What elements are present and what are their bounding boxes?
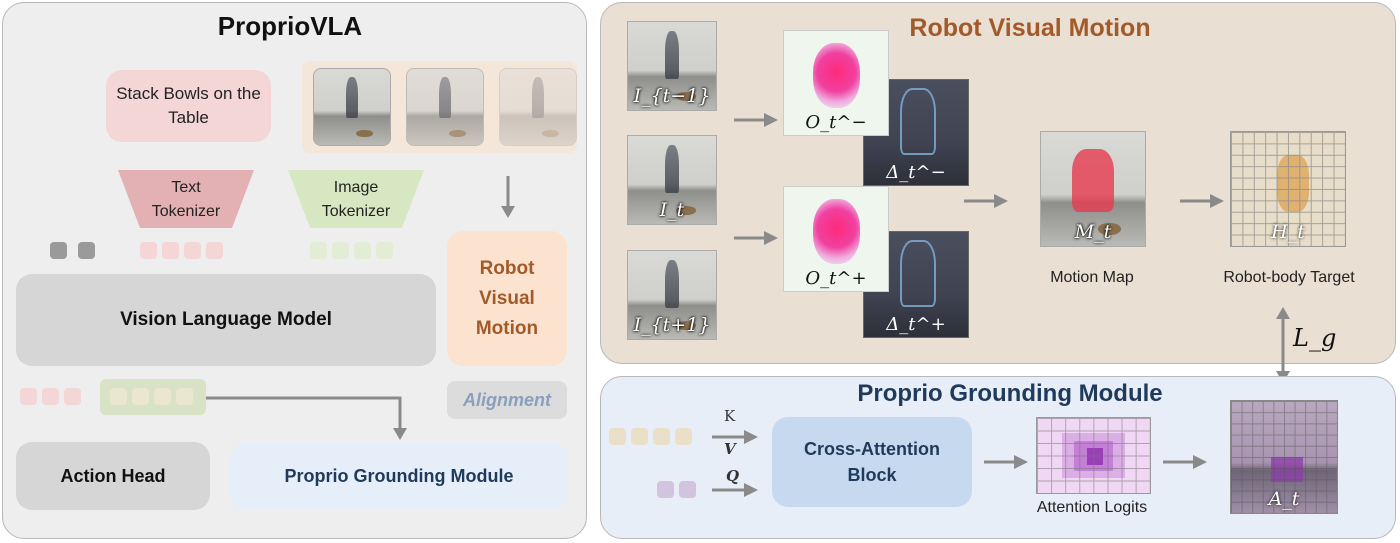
text-token — [206, 242, 223, 259]
loss-label: L_g — [1293, 324, 1337, 352]
attention-logits-caption: Attention Logits — [1036, 499, 1148, 516]
text-tokenizer-shape — [118, 170, 254, 228]
vlm-label: Vision Language Model — [120, 309, 332, 330]
arrow-right-icon — [1163, 455, 1207, 469]
rvm-title: Robot Visual Motion — [909, 13, 1151, 42]
kv-token — [609, 428, 626, 445]
text-tokenizer: Text Tokenizer — [151, 179, 221, 220]
alignment-badge: Alignment — [447, 381, 567, 419]
q-arrow — [712, 483, 758, 497]
arrow-right-icon — [734, 231, 778, 245]
robot-visual-motion-box: Robot Visual Motion — [447, 231, 567, 366]
arrow-right-icon — [1180, 194, 1224, 208]
arrow-right-icon — [984, 455, 1028, 469]
visual-token — [110, 388, 127, 405]
arrow-down-icon — [501, 176, 515, 218]
frame-prev-label: I_{t−1} — [633, 85, 711, 107]
motion-map-image: M_t — [1040, 131, 1146, 247]
text-token — [184, 242, 201, 259]
loss-double-arrow — [1276, 307, 1290, 383]
attention-logits-heatmap — [1036, 417, 1151, 494]
v-label: V — [724, 440, 736, 458]
flow-minus-label: O_t^− — [805, 112, 867, 133]
arrow-right-icon — [964, 194, 1008, 208]
output-token — [20, 388, 37, 405]
target-var: H_t — [1271, 221, 1305, 243]
pgm-title: Proprio Grounding Module — [857, 380, 1163, 407]
delta-minus-label: Δ_t^− — [886, 162, 946, 183]
robot-visual-motion-label: Robot Visual Motion — [475, 257, 539, 339]
task-prompt: Stack Bowls on the Table — [106, 70, 271, 142]
vision-language-model: Vision Language Model — [16, 274, 436, 366]
alignment-label: Alignment — [463, 389, 551, 410]
attention-map-var: A_t — [1268, 488, 1300, 510]
action-head: Action Head — [16, 442, 210, 510]
token-gray — [50, 242, 67, 259]
image-token — [376, 242, 393, 259]
robot-body-target-caption: Robot-body Target — [1223, 269, 1355, 286]
kv-arrow — [712, 430, 758, 444]
motion-map-var: M_t — [1074, 221, 1112, 243]
q-label: Q — [726, 467, 740, 485]
image-tokenizer: Image Tokenizer — [321, 179, 391, 220]
delta-plus-label: Δ_t^+ — [886, 314, 946, 335]
arrow-right-icon — [734, 113, 778, 127]
pgm-label: Proprio Grounding Module — [284, 465, 514, 486]
token-gray — [78, 242, 95, 259]
frame-prev: I_{t−1} — [627, 21, 717, 111]
q-token — [657, 481, 674, 498]
proprio-vla-title: ProprioVLA — [217, 10, 363, 41]
token-to-pgm-arrow — [206, 396, 407, 440]
frame-next: I_{t+1} — [627, 250, 717, 340]
flow-plus-image: O_t^+ — [783, 186, 889, 292]
frame-next-label: I_{t+1} — [633, 314, 711, 336]
q-token — [679, 481, 696, 498]
cross-attention-block: Cross-Attention Block — [772, 417, 972, 507]
action-head-label: Action Head — [60, 465, 166, 486]
image-token — [354, 242, 371, 259]
output-token — [64, 388, 81, 405]
input-frame-1 — [313, 68, 391, 146]
visual-token — [176, 388, 193, 405]
flow-minus-image: O_t^− — [783, 30, 889, 136]
attention-map-image: A_t — [1230, 400, 1338, 514]
text-token — [140, 242, 157, 259]
kv-token — [653, 428, 670, 445]
visual-token — [154, 388, 171, 405]
visual-token — [132, 388, 149, 405]
input-frame-3 — [499, 68, 577, 146]
robot-body-target-image: H_t — [1230, 131, 1346, 247]
motion-map-caption: Motion Map — [1050, 269, 1134, 286]
kv-token — [631, 428, 648, 445]
flow-plus-label: O_t^+ — [805, 268, 867, 289]
k-label: K — [724, 407, 736, 425]
frame-current-label: I_t — [659, 199, 685, 221]
kv-token — [675, 428, 692, 445]
cross-attention-label: Cross-Attention Block — [804, 439, 940, 485]
text-token — [162, 242, 179, 259]
proprio-grounding-module-box: Proprio Grounding Module — [230, 442, 568, 510]
output-token — [42, 388, 59, 405]
image-tokenizer-shape — [288, 170, 424, 228]
image-token — [332, 242, 349, 259]
frame-current: I_t — [627, 135, 717, 225]
image-token — [310, 242, 327, 259]
input-frame-2 — [406, 68, 484, 146]
